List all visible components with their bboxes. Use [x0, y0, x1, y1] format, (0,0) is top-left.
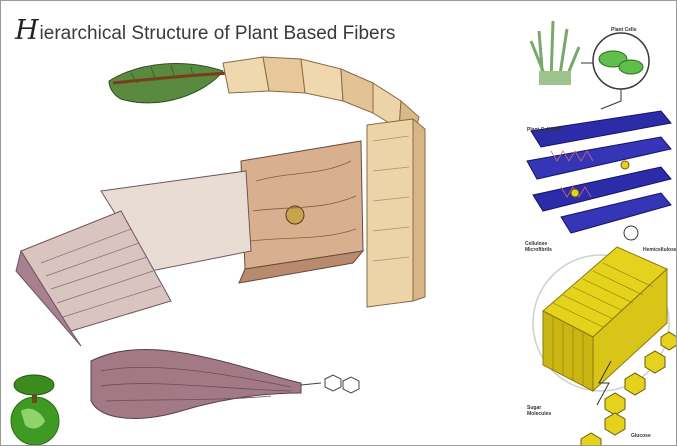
cell-tissue-block: [239, 141, 363, 283]
plant-cell-wall-label: Plant Cell Wall: [527, 127, 561, 133]
microfibril-bundle: [91, 349, 359, 418]
cellulose-microfibrils-label: Cellulose Microfibrils: [525, 241, 559, 253]
cell-wall-panel: Plant Cells Plant Cell Wall Cellulose Mi…: [521, 1, 677, 446]
fiber-hierarchy-illustration: [1, 1, 521, 446]
leaf-illustration: [109, 64, 231, 103]
hemicellulose-label: Hemicellulose: [643, 247, 677, 253]
globe-tree-icon: [11, 375, 59, 445]
cell-wall-illustration: [521, 1, 677, 446]
fiber-sheets: [16, 171, 251, 346]
glucose-label: Glucose: [631, 433, 651, 439]
plant-cells-zoom: [581, 33, 649, 109]
grass-illustration: [531, 21, 579, 85]
plant-cells-label: Plant Cells: [611, 27, 637, 33]
sugar-molecules-label: Sugar Molecules: [527, 405, 557, 417]
wood-block: [367, 119, 425, 307]
